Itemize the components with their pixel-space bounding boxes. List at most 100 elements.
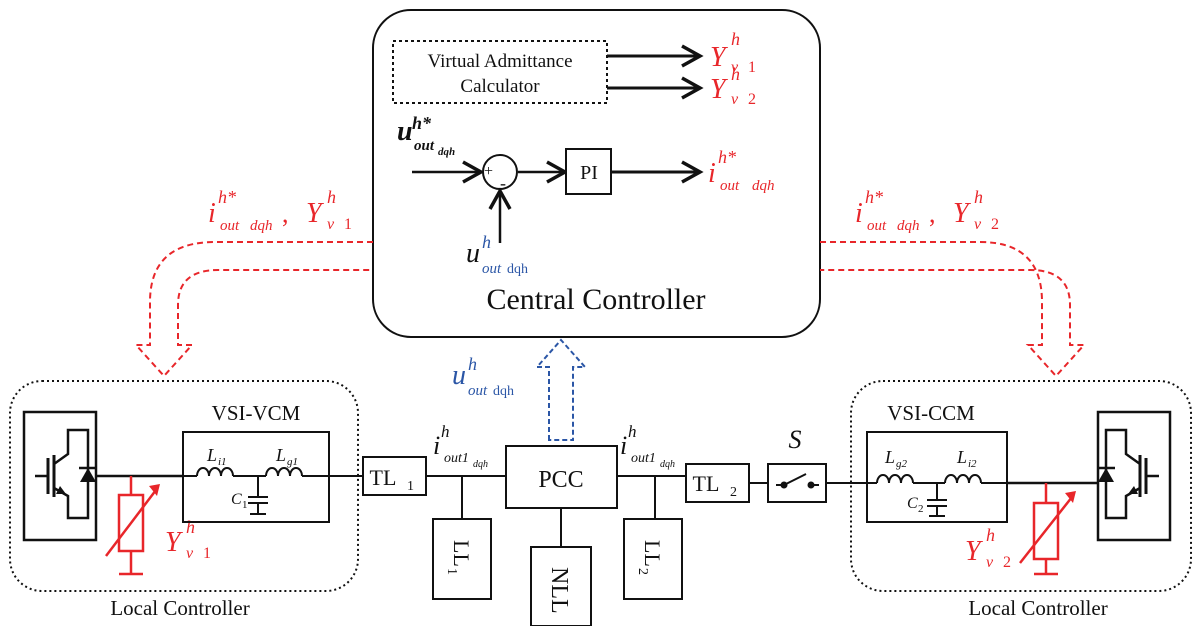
left-branch-current-label: i h out1 dqh xyxy=(433,422,488,470)
svg-text:h: h xyxy=(628,422,637,441)
right-local-controller-caption: Local Controller xyxy=(968,596,1107,620)
central-yv2-label: Y h v 2 xyxy=(710,64,756,108)
central-controller-title: Central Controller xyxy=(486,283,705,316)
sum-minus-sign: - xyxy=(500,173,506,193)
tl1-box xyxy=(362,456,427,496)
ll2-label: LL xyxy=(640,540,665,567)
svg-text:dqh: dqh xyxy=(897,218,920,234)
right-comm-arrow xyxy=(820,241,1087,378)
vac-label-line1: Virtual Admittance xyxy=(427,51,572,72)
voltage-reference-label: u h* out dqh xyxy=(397,113,455,158)
svg-text:h: h xyxy=(986,525,995,545)
svg-text:out: out xyxy=(867,218,887,234)
left-lg-sub: g1 xyxy=(287,456,298,468)
left-yv1-label: Y h v 1 xyxy=(165,517,211,562)
left-virtual-admittance-icon xyxy=(105,476,160,576)
svg-text:i: i xyxy=(708,158,716,189)
right-lcl-filter-box xyxy=(866,431,1008,523)
pcc-voltage-feedback-label: u h out dqh xyxy=(452,354,514,399)
right-local-controller-box xyxy=(850,380,1192,592)
svg-text:u: u xyxy=(466,238,480,269)
svg-text:v: v xyxy=(986,554,994,571)
vac-label-line2: Calculator xyxy=(460,76,540,97)
right-li-label: L xyxy=(956,447,967,467)
left-c-sub: 1 xyxy=(242,499,248,511)
nll-label-group: NLL xyxy=(546,567,572,614)
svg-text:dqh: dqh xyxy=(250,218,273,234)
svg-text:dqh: dqh xyxy=(493,384,514,399)
left-lg-label: L xyxy=(275,445,286,465)
svg-text:out1: out1 xyxy=(631,451,656,466)
right-comm-label: i h* out dqh , Y h v 2 xyxy=(855,187,999,234)
svg-text:2: 2 xyxy=(1003,554,1011,571)
left-c-label: C xyxy=(231,491,242,508)
svg-text:h: h xyxy=(974,187,983,207)
svg-text:Y: Y xyxy=(953,198,972,229)
svg-text:i: i xyxy=(208,198,216,229)
svg-text:h: h xyxy=(468,354,477,374)
svg-text:h: h xyxy=(186,517,195,537)
right-lcl-circuit xyxy=(867,474,1007,517)
tl1-label: TL xyxy=(370,465,397,490)
sum-plus-sign: + xyxy=(484,163,493,180)
svg-text:h*: h* xyxy=(218,187,236,207)
pcc-label: PCC xyxy=(538,467,583,493)
svg-text:out: out xyxy=(220,218,240,234)
right-branch-current-label: i h out1 dqh xyxy=(620,422,675,470)
ll2-sub: 2 xyxy=(635,568,650,575)
svg-text:Y: Y xyxy=(710,74,729,105)
svg-text:v: v xyxy=(731,59,739,76)
left-lcl-circuit xyxy=(183,467,329,515)
svg-text:dqh: dqh xyxy=(660,459,675,470)
switch-box xyxy=(767,463,827,503)
svg-text:dqh: dqh xyxy=(473,459,488,470)
svg-text:v: v xyxy=(974,216,982,233)
svg-text:h*: h* xyxy=(718,147,736,167)
svg-text:dqh: dqh xyxy=(438,146,455,158)
central-controller-box xyxy=(372,9,821,338)
right-yv2-label: Y h v 2 xyxy=(965,525,1011,571)
svg-text:u: u xyxy=(397,116,413,147)
svg-text:1: 1 xyxy=(203,545,211,562)
tl2-box xyxy=(685,463,750,503)
ll1-box xyxy=(432,518,492,600)
ll1-label: LL xyxy=(449,540,474,567)
svg-text:v: v xyxy=(327,216,335,233)
svg-text:2: 2 xyxy=(748,91,756,108)
svg-text:h: h xyxy=(731,29,740,49)
svg-text:1: 1 xyxy=(344,216,352,233)
left-comm-arrow xyxy=(133,241,373,378)
svg-text:dqh: dqh xyxy=(507,262,528,277)
left-local-controller-caption: Local Controller xyxy=(110,596,249,620)
svg-text:Y: Y xyxy=(965,536,984,567)
right-lg-label: L xyxy=(884,447,895,467)
left-li-sub: i1 xyxy=(218,456,227,468)
switch-label: S xyxy=(789,425,802,454)
svg-text:v: v xyxy=(731,91,739,108)
right-virtual-admittance-icon xyxy=(1019,483,1076,576)
ll2-label-group: LL 2 xyxy=(635,540,665,575)
pi-label: PI xyxy=(580,162,598,184)
svg-text:u: u xyxy=(452,360,466,391)
right-lg-sub: g2 xyxy=(896,458,908,470)
svg-text:2: 2 xyxy=(991,216,999,233)
svg-text:h: h xyxy=(327,187,336,207)
ll1-sub: 1 xyxy=(444,568,459,575)
svg-text:out: out xyxy=(720,178,740,194)
right-c-label: C xyxy=(907,495,918,512)
svg-text:i: i xyxy=(620,431,627,460)
left-igbt-icon xyxy=(22,410,98,542)
left-li-label: L xyxy=(206,445,217,465)
vsi-ccm-title: VSI-CCM xyxy=(887,401,975,425)
svg-text:Y: Y xyxy=(306,198,325,229)
central-current-reference-label: i h* out dqh xyxy=(708,147,775,194)
svg-text:,: , xyxy=(929,199,936,228)
switch-icon xyxy=(776,473,819,489)
svg-text:h: h xyxy=(482,232,491,252)
svg-text:h*: h* xyxy=(412,113,432,133)
svg-text:out: out xyxy=(482,261,502,277)
central-yv1-label: Y h v 1 xyxy=(710,29,756,76)
svg-text:out: out xyxy=(414,138,435,154)
svg-text:,: , xyxy=(282,199,289,228)
